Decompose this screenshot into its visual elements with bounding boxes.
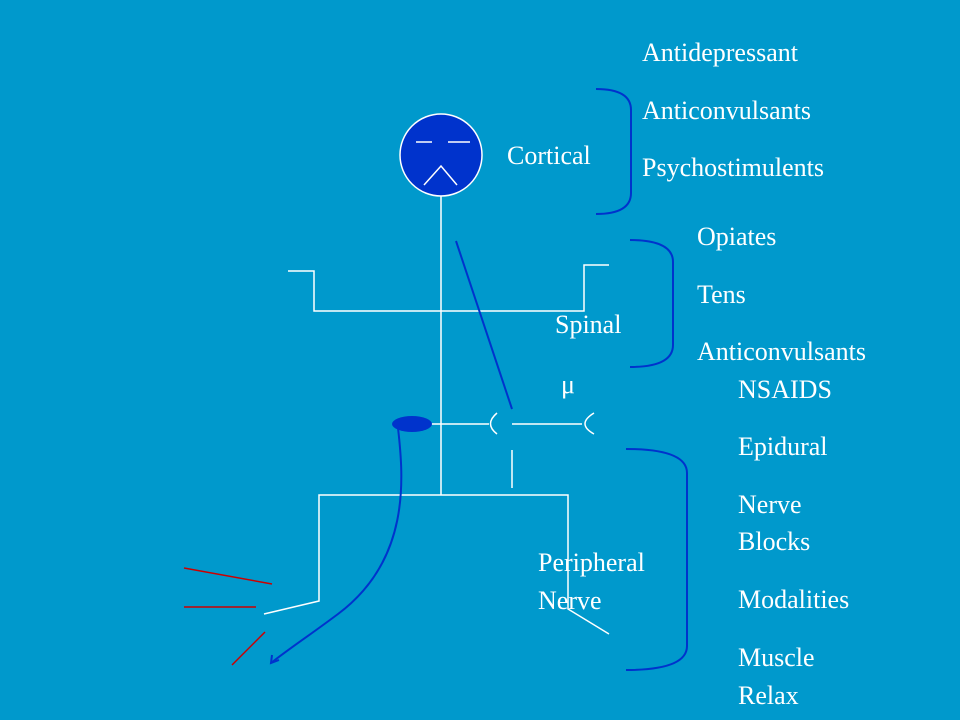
peripheral-treatment-2: Epidural (738, 432, 828, 461)
peripheral-treatment-3-line1: Nerve (738, 490, 802, 519)
afferent-arrowhead (269, 654, 280, 665)
peripheral-treatment-5-line1: Muscle (738, 643, 815, 672)
peripheral-treatment-5-line2: Relax (738, 681, 799, 710)
spinal-bracket (629, 239, 674, 368)
afferent-curve (270, 427, 403, 664)
stimulus-line-1 (183, 567, 273, 585)
synapse-right-terminal (584, 412, 595, 435)
synapse-left-terminal (489, 412, 498, 435)
right-arm (441, 264, 609, 312)
cortical-treatment-2: Anticonvulsants (642, 96, 811, 125)
stimulus-line-3 (231, 631, 266, 666)
right-leg (441, 494, 610, 635)
spinal-treatment-3: Anticonvulsants (697, 337, 866, 366)
peripheral-treatment-4: Modalities (738, 585, 850, 614)
peripheral-treatment-1: NSAIDS (738, 375, 832, 404)
peripheral-label-line1: Peripheral (538, 548, 645, 577)
descending-pathway (455, 240, 513, 410)
spinal-treatment-2: Tens (697, 280, 746, 309)
left-leg (263, 494, 441, 615)
cortical-bracket (595, 88, 632, 215)
peripheral-label-line2: Nerve (538, 586, 602, 615)
ganglion-oval (392, 416, 432, 432)
peripheral-treatment-3-line2: Blocks (738, 527, 811, 556)
cortical-label: Cortical (507, 141, 591, 170)
cortical-treatment-3: Psychostimulents (642, 153, 825, 182)
head-circle (399, 113, 483, 197)
mu-receptor-label: μ (561, 370, 575, 399)
left-arm (288, 270, 441, 312)
peripheral-bracket (625, 448, 688, 671)
cortical-treatment-1: Antidepressant (642, 38, 798, 67)
spinal-treatment-1: Opiates (697, 222, 777, 251)
spinal-label: Spinal (555, 310, 622, 339)
nose (423, 164, 458, 186)
